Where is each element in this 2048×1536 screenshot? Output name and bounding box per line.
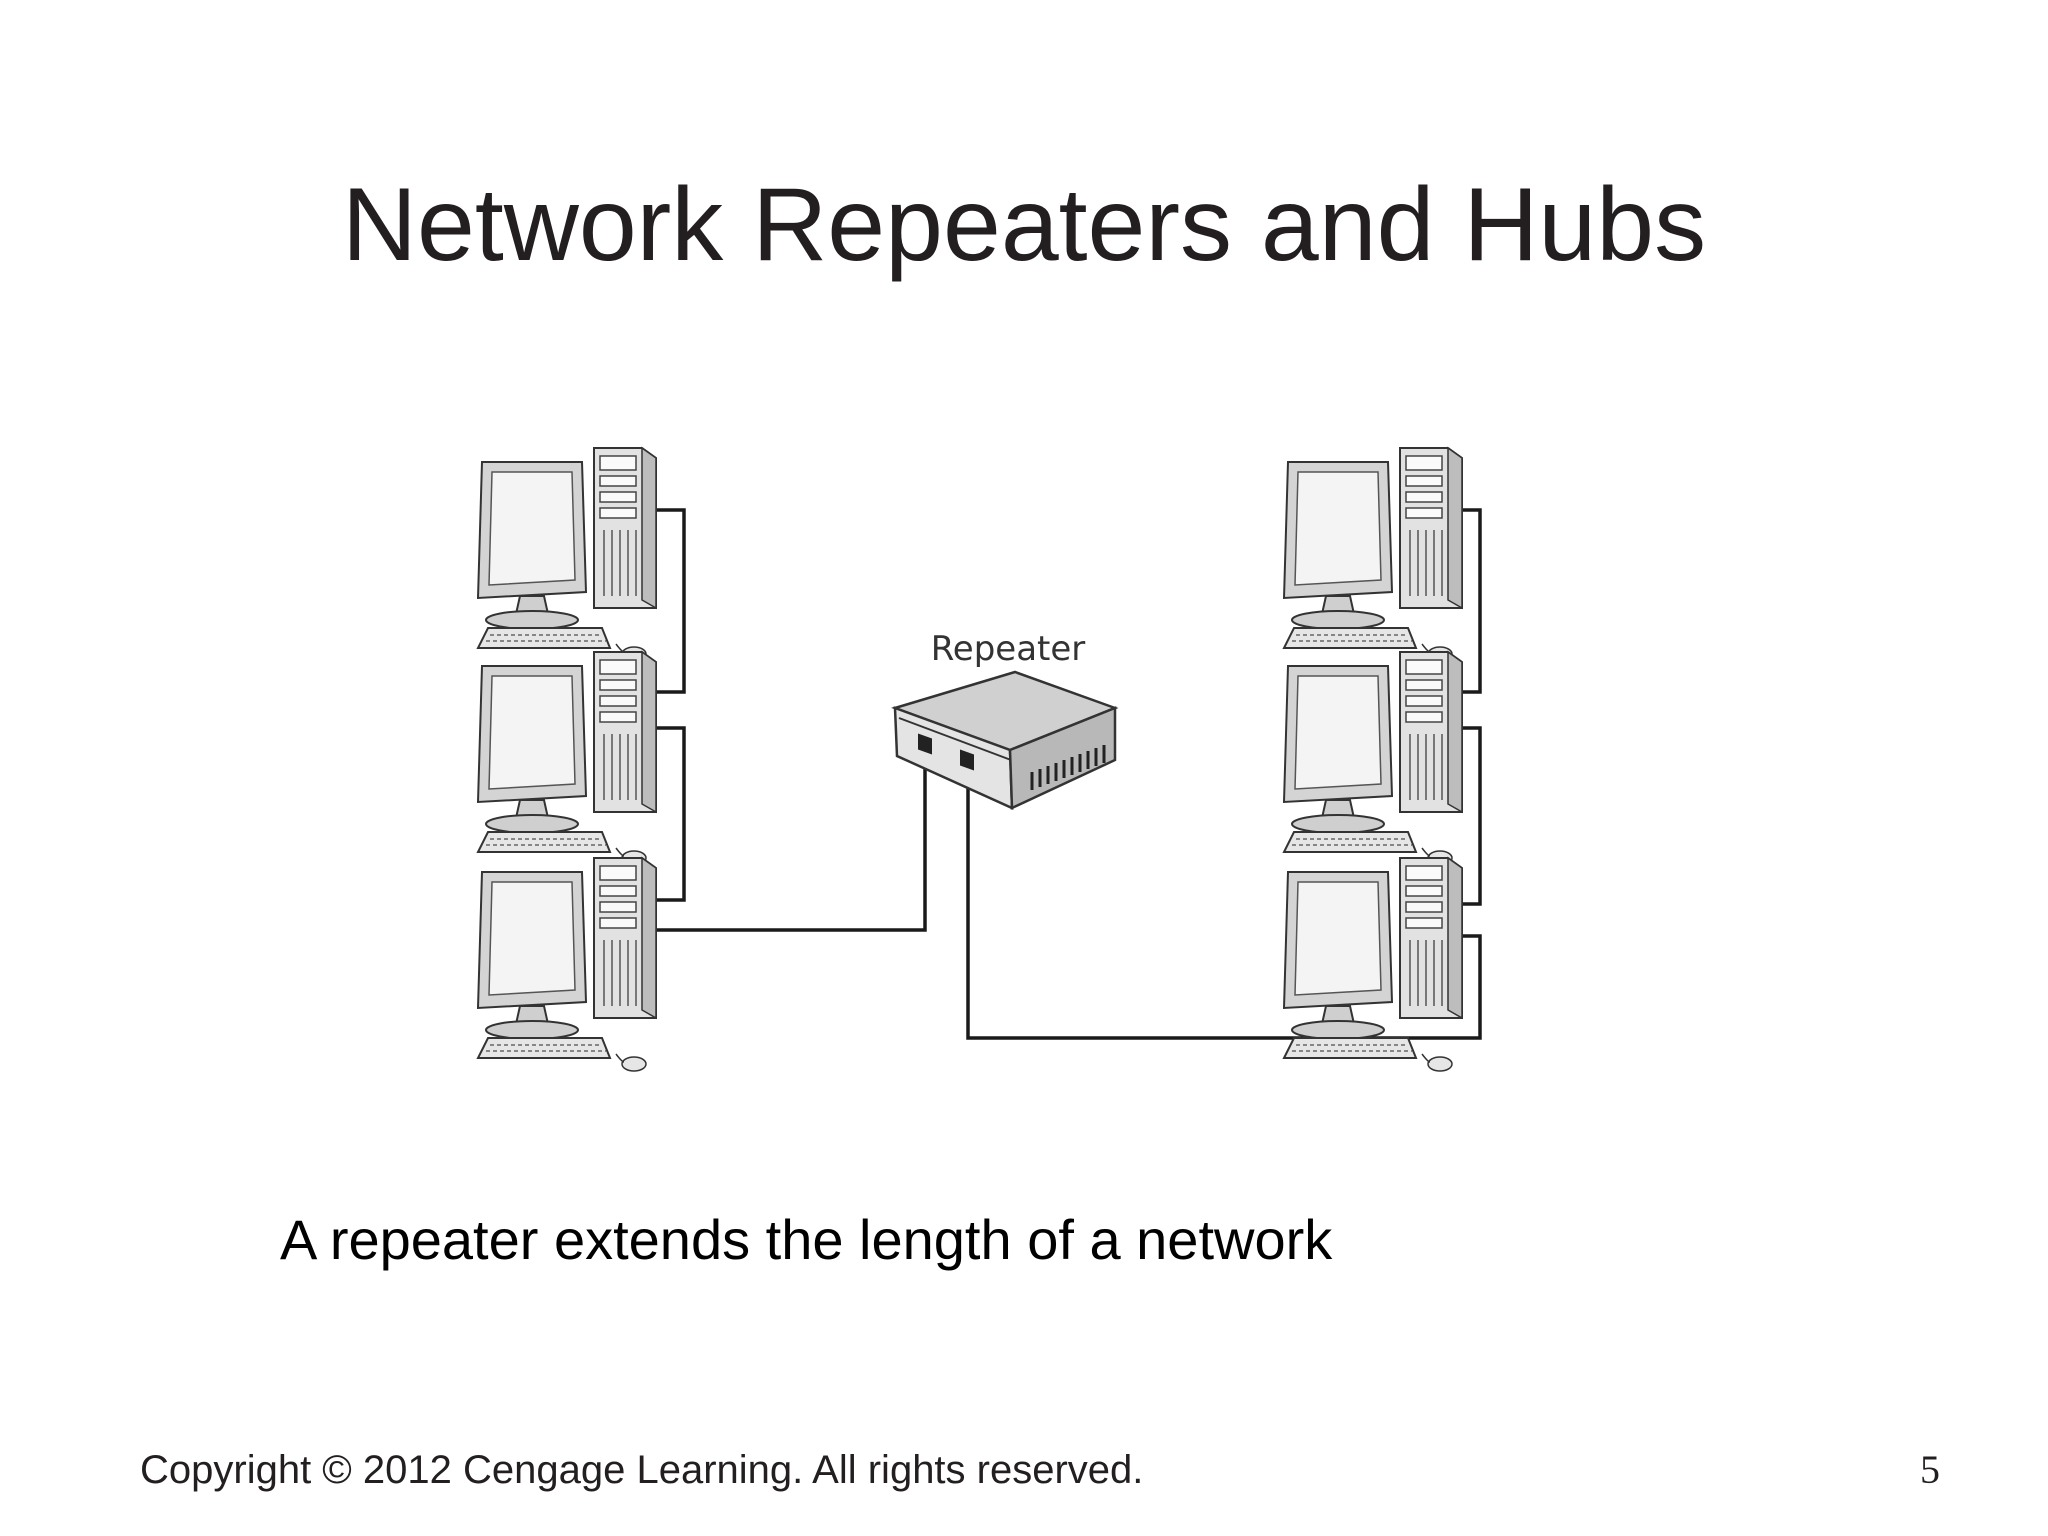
cable-right-2-1 [1460,508,1482,694]
computer-icon [477,447,657,662]
cable-repeater-right-3 [966,768,1482,1040]
copyright-footer: Copyright © 2012 Cengage Learning. All r… [140,1448,1144,1492]
slide-title: Network Repeaters and Hubs [341,167,1707,283]
computer-icon [477,857,657,1072]
computer-icon [1283,651,1463,866]
cable-left-3-repeater [654,752,927,932]
computer-icon [1283,447,1463,662]
repeater-icon [891,670,1119,810]
computer-icon [477,651,657,866]
cable-left-1-2 [654,508,686,694]
cable-left-2-3 [654,726,686,902]
slide-caption: A repeater extends the length of a netwo… [280,1208,1333,1271]
cable-right-3-2 [1460,726,1482,906]
repeater-label: Repeater [931,629,1086,669]
page-number: 5 [1920,1447,1940,1492]
